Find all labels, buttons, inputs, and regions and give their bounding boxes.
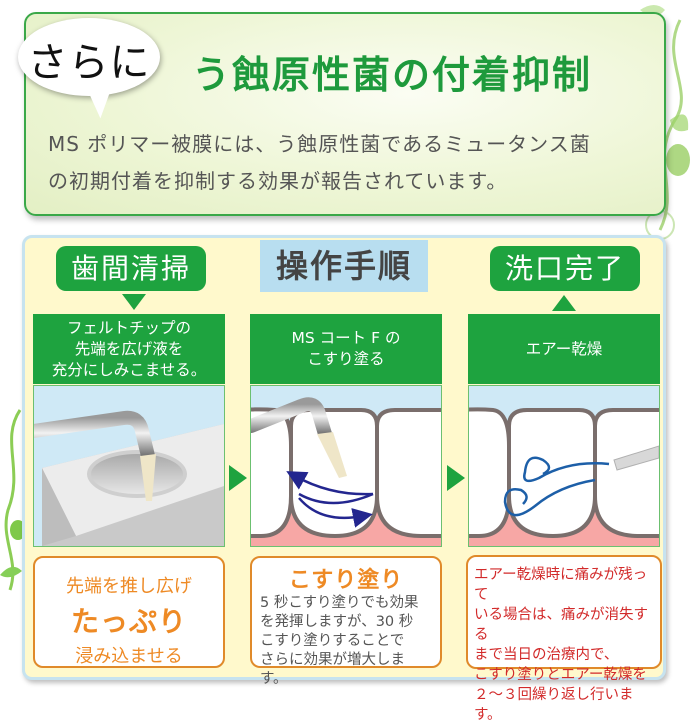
step-1-header-line: 先端を広げ液を: [74, 339, 184, 358]
air-drying-illustration: [468, 385, 660, 547]
step-3-header: エアー乾燥: [468, 314, 660, 384]
step-3-note-line: いる場合は、痛みが消失する: [474, 607, 648, 643]
down-arrow-icon: [122, 294, 146, 310]
step-2-note: こすり塗り 5 秒こすり塗りでも効果 を発揮しますが、30 秒 こすり塗りするこ…: [250, 556, 442, 687]
step-3-note-line: まで当日の治療内で、: [474, 647, 619, 663]
step-2-note-line: 5 秒こすり塗りでも効果: [260, 595, 419, 611]
up-arrow-icon: [552, 295, 576, 311]
step-3-note-line: ２～３回繰り返し行います。: [474, 687, 634, 723]
step-3-note-line: エアー乾燥時に痛みが残って: [474, 567, 648, 603]
step-2-header-line: MS コート F の: [291, 329, 401, 347]
next-arrow-icon: [447, 465, 465, 491]
step-2-note-title: こすり塗り: [288, 568, 404, 593]
step-3-note: エアー乾燥時に痛みが残って いる場合は、痛みが消失する まで当日の治療内で、 こ…: [466, 555, 662, 723]
step-1-note-line: 浸み込ませる: [75, 646, 183, 667]
step-3-note-line: こすり塗りとエアー乾燥を: [474, 667, 647, 683]
step-1-header-line: 充分にしみこませる。: [51, 360, 207, 379]
next-arrow-icon: [229, 465, 247, 491]
rubbing-application-illustration: [250, 385, 442, 547]
intro-body-line: MS ポリマー被膜には、う蝕原性菌であるミュータンス菌: [48, 132, 591, 156]
step-1-note-line: 先端を推し広げ: [66, 576, 192, 597]
step-2-note-line: さらに効果が増大します。: [260, 652, 405, 687]
speech-bubble: [18, 18, 160, 96]
procedure-title: 操作手順: [260, 240, 428, 292]
step-1-header-line: フェルトチップの: [66, 318, 191, 337]
step-1-note: 先端を推し広げ たっぷり 浸み込ませる: [33, 556, 225, 668]
end-step-badge: 洗口完了: [490, 246, 640, 291]
step-2-header: MS コート F の こすり塗る: [250, 314, 442, 384]
step-3-header-line: エアー乾燥: [525, 339, 603, 358]
step-1-header: フェルトチップの 先端を広げ液を 充分にしみこませる。: [33, 314, 225, 384]
step-2-note-body: 5 秒こすり塗りでも効果 を発揮しますが、30 秒 こすり塗りすることで さらに…: [260, 594, 432, 689]
step-2-note-line: を発揮しますが、30 秒: [260, 614, 414, 630]
step-2-note-line: こすり塗りすることで: [260, 633, 405, 649]
step-2-header-line: こすり塗る: [307, 350, 385, 368]
intro-body: MS ポリマー被膜には、う蝕原性菌であるミュータンス菌 の初期付着を抑制する効果…: [48, 126, 658, 200]
felt-tip-soaking-illustration: [33, 385, 225, 547]
speech-bubble-label: さらに: [27, 40, 151, 86]
intro-title: う蝕原性菌の付着抑制: [192, 53, 593, 97]
vine-decoration-left: [0, 409, 24, 591]
start-step-badge: 歯間清掃: [56, 246, 206, 291]
step-3-note-body: エアー乾燥時に痛みが残って いる場合は、痛みが消失する まで当日の治療内で、 こ…: [474, 565, 654, 725]
intro-body-line: の初期付着を抑制する効果が報告されています。: [48, 169, 508, 193]
step-1-note-emphasis: たっぷり: [70, 605, 187, 638]
